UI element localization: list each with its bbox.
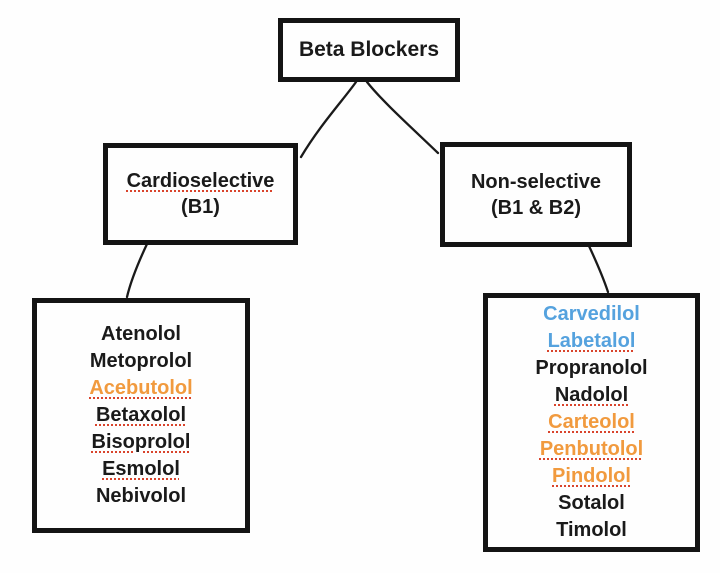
drug-name: Pindolol	[552, 465, 631, 487]
root-node-beta-blockers: Beta Blockers	[278, 18, 460, 82]
connector-cardioselective-to-drugs	[125, 242, 149, 299]
drug-name: Sotalol	[558, 492, 625, 514]
connector-nonselective-to-drugs	[587, 244, 610, 294]
drug-name: Esmolol	[102, 458, 180, 480]
drug-name: Carteolol	[548, 411, 635, 433]
drug-name: Timolol	[556, 519, 627, 541]
drug-name: Bisoprolol	[91, 431, 191, 453]
branch-nonselective-label: Non-selective	[470, 170, 602, 193]
drug-name: Carvedilol	[543, 303, 640, 325]
drug-name: Labetalol	[547, 330, 636, 352]
drug-name: Atenolol	[101, 323, 181, 345]
branch-cardioselective-label: Cardioselective	[126, 170, 275, 192]
drug-name: Propranolol	[535, 357, 648, 379]
root-node-label: Beta Blockers	[298, 38, 440, 61]
connector-root-to-cardioselective	[299, 80, 358, 159]
branch-cardioselective-sublabel: (B1)	[181, 196, 220, 218]
drug-name: Acebutolol	[89, 377, 193, 399]
drug-name: Metoprolol	[89, 350, 193, 372]
drug-name: Penbutolol	[539, 438, 644, 460]
branch-node-cardioselective: Cardioselective (B1)	[103, 143, 298, 245]
connector-root-to-nonselective	[365, 80, 440, 155]
drug-name: Nadolol	[554, 384, 629, 406]
branch-node-nonselective: Non-selective (B1 & B2)	[440, 142, 632, 247]
branch-nonselective-sublabel: (B1 & B2)	[490, 196, 581, 219]
drug-name: Betaxolol	[95, 404, 187, 426]
drug-name: Nebivolol	[95, 485, 186, 507]
